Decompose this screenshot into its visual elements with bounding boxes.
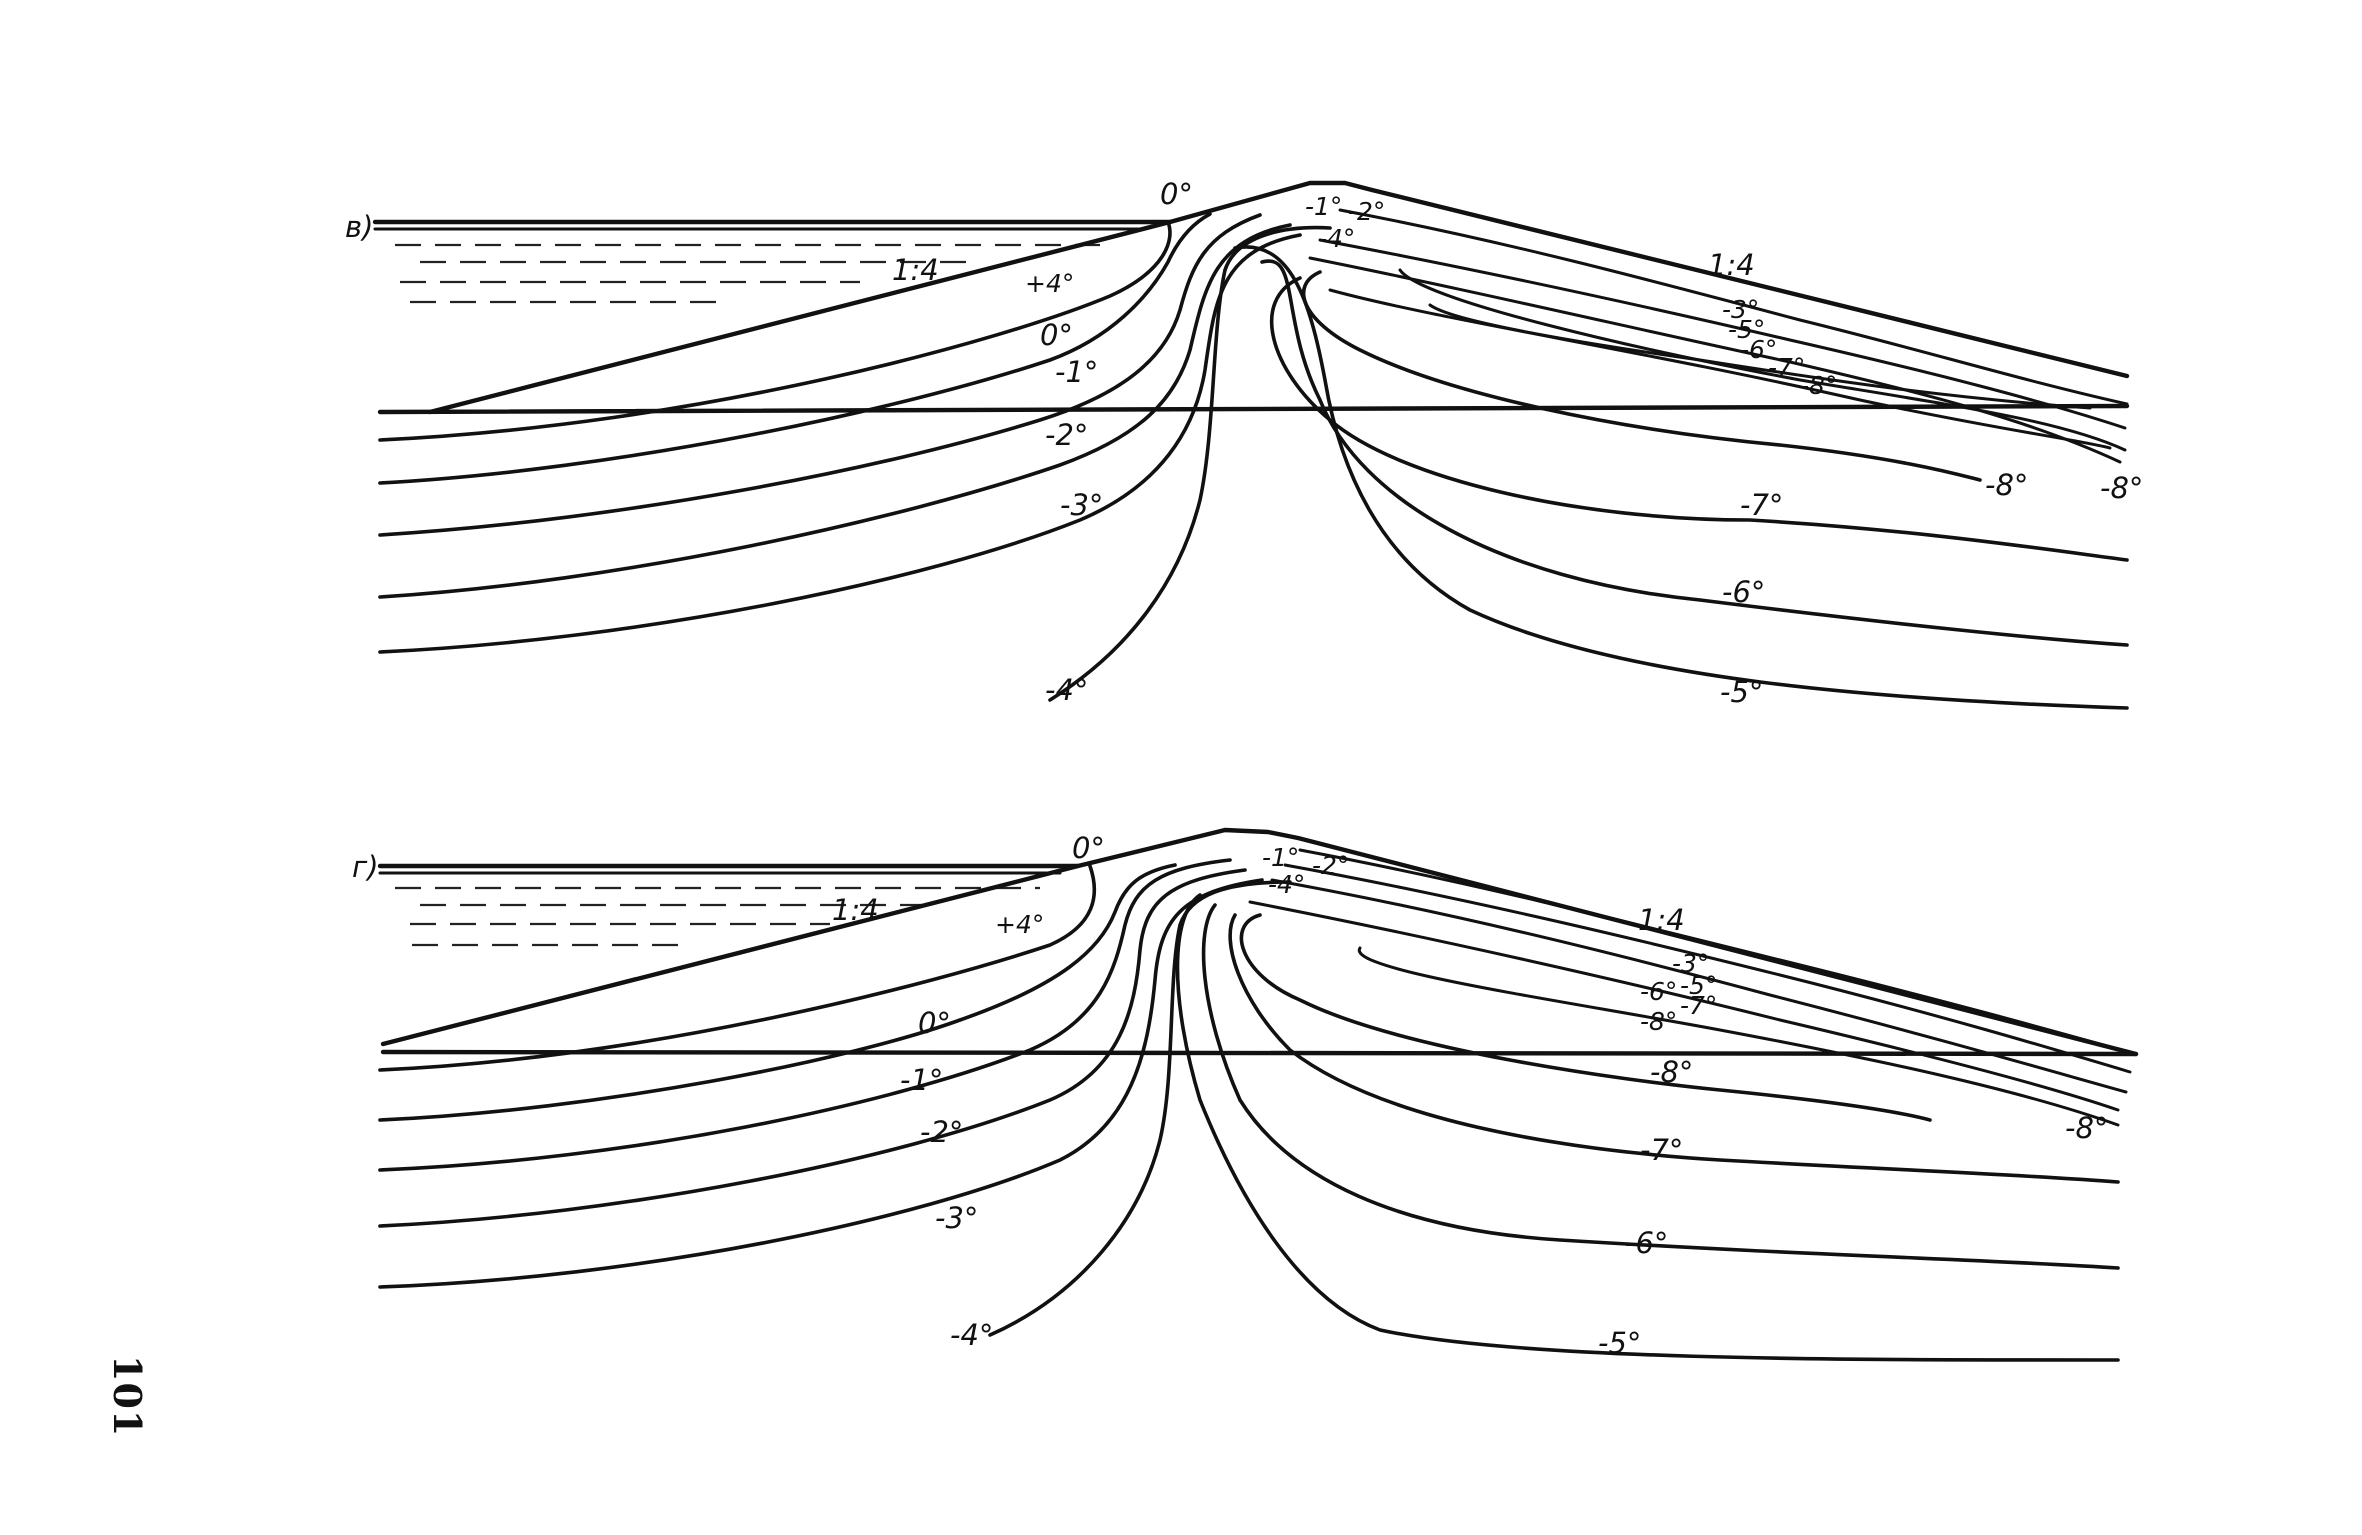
slope-downstream-label: 1:4 bbox=[1708, 248, 1755, 282]
isotherm-label-m5: -5° bbox=[1598, 1326, 1641, 1360]
panel-label: в) bbox=[345, 210, 373, 244]
isotherm-label-m4-top: -4° bbox=[1318, 224, 1355, 253]
isotherm-label-m5: -5° bbox=[1720, 675, 1763, 709]
isotherm-minus1 bbox=[378, 213, 1262, 537]
isotherm-label-m4: -4° bbox=[1045, 673, 1088, 707]
isotherm-minus4 bbox=[1048, 225, 1332, 702]
isotherm-label-m3: -3° bbox=[1060, 488, 1103, 522]
reservoir-water bbox=[377, 863, 1081, 947]
isotherm-minus5 bbox=[1175, 893, 2120, 1362]
dam-profile bbox=[380, 827, 2139, 1057]
isotherm-minus5-right bbox=[1283, 863, 2132, 1074]
isotherm-label-zero-crest: 0° bbox=[1072, 831, 1105, 865]
isotherm-minus7 bbox=[1228, 913, 2120, 1184]
isotherm-label-m1-top: -1° bbox=[1305, 192, 1342, 221]
foundation-line bbox=[380, 1049, 2139, 1057]
isotherm-label-0: 0° bbox=[1040, 318, 1073, 352]
isotherm-label-m4: -4° bbox=[950, 1318, 993, 1352]
isotherm-minus5-right bbox=[1318, 238, 2127, 430]
isotherm-minus8-inner bbox=[1357, 946, 2120, 1127]
isotherm-label-m1: -1° bbox=[1055, 355, 1098, 389]
isotherm-label-m1: -1° bbox=[900, 1063, 943, 1097]
isotherm-label-m7r: -7° bbox=[1768, 353, 1805, 382]
isotherm-minus7-inner-loop bbox=[1428, 303, 2092, 410]
isotherm-minus6-right bbox=[1308, 256, 2122, 464]
isotherm-minus3 bbox=[378, 878, 1264, 1289]
slope-downstream-label: 1:4 bbox=[1638, 903, 1685, 937]
isotherm-label-m6r: -6° bbox=[1740, 335, 1777, 364]
isotherm-label-m8a: -8° bbox=[2065, 1111, 2108, 1145]
slope-upstream-label: 1:4 bbox=[892, 253, 939, 287]
isotherm-minus3-right bbox=[1338, 208, 2129, 406]
isotherm-label-m8a: -8° bbox=[1985, 468, 2028, 502]
panel-label: г) bbox=[352, 850, 379, 884]
isotherm-minus8-inner bbox=[1398, 268, 2127, 452]
isotherm-label-m2-top: -2° bbox=[1312, 851, 1349, 880]
isotherm-minus7 bbox=[1269, 276, 2129, 562]
isotherm-label-m6r: -6° bbox=[1640, 977, 1677, 1006]
isotherm-minus4 bbox=[988, 880, 1292, 1337]
isotherm-label-m3r: -3° bbox=[1672, 949, 1709, 978]
isotherm-label-m4-top: -4° bbox=[1268, 870, 1305, 899]
isotherm-minus8a bbox=[1239, 913, 1932, 1122]
isotherm-label-m2: -2° bbox=[920, 1115, 963, 1149]
isotherm-label-m8r: -8° bbox=[1640, 1007, 1677, 1036]
panel-g: г) 1:4 1:4 0° -1° -2° -4° +4° 0° -1° -2°… bbox=[352, 827, 2139, 1362]
panel-v: в) 1:4 1:4 0° -1° -2° -4° +4° 0° -1° -2°… bbox=[345, 177, 2143, 710]
isotherm-minus6-right bbox=[1270, 878, 2128, 1094]
isotherm-label-m5r: -5° bbox=[1728, 315, 1765, 344]
isotherm-label-m1-top: -1° bbox=[1262, 843, 1299, 872]
isotherm-label-m7: -7° bbox=[1740, 488, 1783, 522]
isotherm-label-0: 0° bbox=[918, 1006, 951, 1040]
isotherm-minus8-outer bbox=[1248, 900, 2120, 1112]
isotherm-label-m8b: -8° bbox=[2100, 471, 2143, 505]
isotherm-label-m2-top: -2° bbox=[1348, 197, 1385, 226]
isotherm-minus2 bbox=[378, 868, 1247, 1228]
isotherm-label-m2: -2° bbox=[1045, 418, 1088, 452]
isotherm-label-m8c: -8° bbox=[1650, 1055, 1693, 1089]
isotherm-minus3-right bbox=[1298, 848, 2138, 1056]
isotherm-label-p4: +4° bbox=[995, 910, 1044, 939]
slope-upstream-label: 1:4 bbox=[832, 893, 879, 927]
page-number: 101 bbox=[105, 1355, 150, 1438]
isotherm-label-p4: +4° bbox=[1025, 269, 1074, 298]
isotherm-label-m6: -6° bbox=[1722, 575, 1765, 609]
isotherm-label-zero-crest: 0° bbox=[1160, 177, 1193, 211]
isotherm-label-m5r: -5° bbox=[1680, 971, 1717, 1000]
isotherm-label-m3: -3° bbox=[935, 1201, 978, 1235]
foundation-line bbox=[377, 403, 2130, 415]
isotherm-label-m3r: -3° bbox=[1722, 295, 1759, 324]
isotherm-minus8b bbox=[1328, 288, 2112, 450]
isotherm-minus6 bbox=[1201, 903, 2120, 1270]
isotherm-minus2 bbox=[378, 223, 1292, 599]
isotherm-label-m7: -7° bbox=[1640, 1133, 1683, 1167]
isotherm-0 bbox=[378, 863, 1177, 1122]
isotherm-label-m8r: -8° bbox=[1800, 371, 1837, 400]
isotherm-minus8a bbox=[1301, 270, 1982, 482]
isotherm-label-m7r: -7° bbox=[1680, 991, 1717, 1020]
reservoir-water bbox=[372, 219, 1173, 304]
isotherm-minus6 bbox=[1260, 259, 2129, 647]
isotherm-plus4 bbox=[378, 220, 1172, 442]
isotherm-plus4 bbox=[378, 864, 1097, 1072]
isotherm-0 bbox=[378, 212, 1212, 485]
isotherm-minus1 bbox=[378, 858, 1232, 1172]
isotherm-label-m6: -6° bbox=[1625, 1226, 1668, 1260]
dam-profile bbox=[427, 180, 2130, 415]
